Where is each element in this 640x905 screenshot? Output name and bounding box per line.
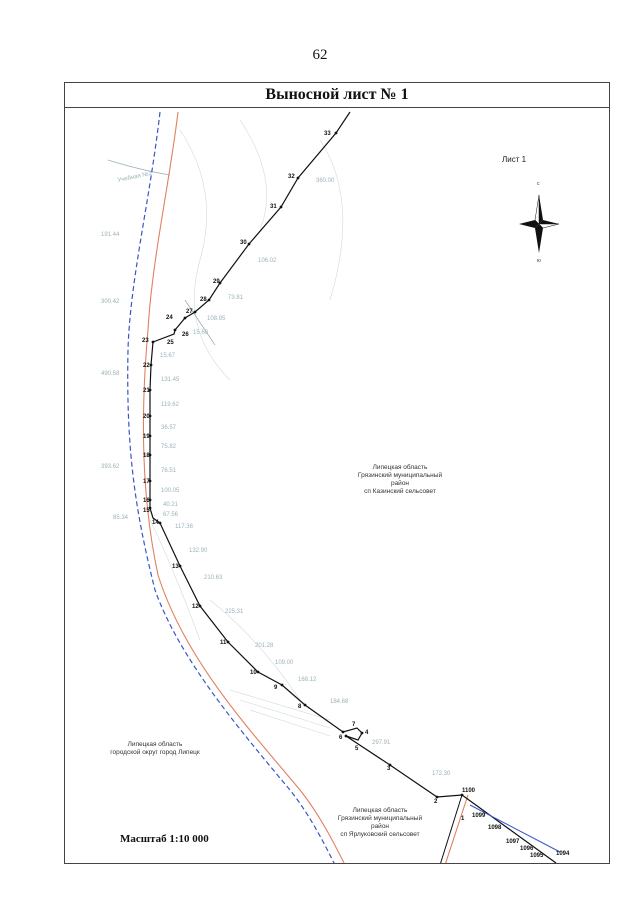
point-31: 31 [270, 204, 277, 210]
point-labels: 33 32 31 30 29 28 27 26 25 24 23 22 21 2… [142, 131, 570, 859]
point-22: 22 [143, 363, 150, 369]
label-b: 106.02 [258, 258, 277, 264]
page-number: 62 [312, 47, 328, 63]
scale-label: Масштаб 1:10 000 [120, 833, 209, 845]
point-17: 17 [143, 479, 150, 485]
point-27: 27 [186, 309, 193, 315]
orange-boundary-2 [445, 794, 469, 863]
area-label-kazinsky: Липецкая область Грязинский муниципальны… [357, 464, 443, 495]
label-a: 360.00 [316, 178, 335, 184]
compass-south-label: ю [537, 258, 541, 264]
area-label-lipetsk: Липецкая область городской округ город Л… [110, 741, 200, 756]
point-28: 28 [200, 297, 207, 303]
label-x: 191.44 [101, 232, 120, 238]
label-p: 132.90 [189, 548, 208, 554]
point-8: 8 [298, 704, 302, 710]
point-4: 4 [365, 730, 369, 736]
label-t: 109.00 [275, 660, 294, 666]
label-h: 119.62 [161, 402, 180, 408]
point-1094: 1094 [556, 851, 570, 857]
point-32: 32 [288, 174, 295, 180]
vertex-markers [148, 131, 464, 799]
point-1: 1 [461, 816, 465, 822]
label-g: 131.45 [161, 377, 180, 383]
point-24: 24 [166, 315, 173, 321]
road-line [107, 159, 171, 176]
label-ac: 297.91 [372, 740, 391, 746]
label-c: 73.81 [228, 295, 244, 301]
point-19: 19 [143, 434, 150, 440]
point-30: 30 [240, 240, 247, 246]
point-14: 14 [152, 520, 159, 526]
label-s: 201.28 [255, 643, 274, 649]
label-ab: 85.34 [113, 515, 129, 521]
point-2: 2 [434, 799, 438, 805]
point-3: 3 [387, 766, 391, 772]
parcel-boundary [440, 794, 463, 863]
point-25: 25 [167, 340, 174, 346]
label-r: 225.31 [225, 609, 244, 615]
compass-north-label: с [537, 181, 540, 187]
point-11: 11 [220, 640, 227, 646]
orange-boundary [142, 111, 345, 863]
point-18: 18 [143, 453, 150, 459]
sheet-label: Лист 1 [502, 155, 527, 164]
point-1095: 1095 [530, 853, 544, 859]
point-12: 12 [192, 604, 199, 610]
label-z: 490.58 [101, 371, 120, 377]
label-y: 300.42 [101, 299, 120, 305]
road-line [184, 299, 216, 346]
area-label-yarlukovsky: Липецкая область Грязинский муниципальны… [337, 807, 423, 838]
label-v: 184.68 [330, 699, 349, 705]
blue-dashed-boundary [127, 111, 335, 863]
map-frame: Выносной лист № 1 [64, 82, 610, 864]
label-u: 168.12 [298, 677, 317, 683]
label-m: 40.21 [163, 502, 179, 508]
point-29: 29 [213, 279, 220, 285]
point-5: 5 [355, 746, 359, 752]
label-d: 108.95 [207, 316, 226, 322]
point-16: 16 [143, 498, 150, 504]
label-w: 172.30 [432, 771, 451, 777]
label-l: 100.05 [161, 488, 180, 494]
point-1096: 1096 [520, 846, 534, 852]
point-9: 9 [274, 685, 278, 691]
label-i: 36.57 [161, 425, 177, 431]
point-21: 21 [143, 388, 150, 394]
sheet-title: Выносной лист № 1 [65, 83, 609, 108]
point-7: 7 [352, 722, 356, 728]
point-1097: 1097 [506, 839, 520, 845]
label-q: 210.63 [204, 575, 223, 581]
label-o: 117.36 [175, 524, 194, 530]
point-13: 13 [172, 564, 179, 570]
point-1100: 1100 [462, 788, 476, 794]
point-6: 6 [339, 735, 343, 741]
label-j: 75.82 [161, 444, 177, 450]
label-ad: Учебная №2 [117, 170, 153, 184]
label-f: 15.67 [160, 353, 176, 359]
parcel-boundary-blue [469, 804, 561, 853]
label-aa: 393.62 [101, 464, 120, 470]
point-15: 15 [143, 508, 150, 514]
terrain-texture [149, 119, 344, 737]
label-n: 67.56 [163, 512, 179, 518]
point-26: 26 [182, 332, 189, 338]
label-e: 15.60 [193, 330, 209, 336]
point-1099: 1099 [472, 813, 486, 819]
label-k: 76.51 [161, 468, 177, 474]
point-20: 20 [143, 414, 150, 420]
point-23: 23 [142, 338, 149, 344]
compass-icon [517, 187, 561, 261]
point-33: 33 [324, 131, 331, 137]
point-10: 10 [250, 670, 257, 676]
point-1098: 1098 [488, 825, 502, 831]
